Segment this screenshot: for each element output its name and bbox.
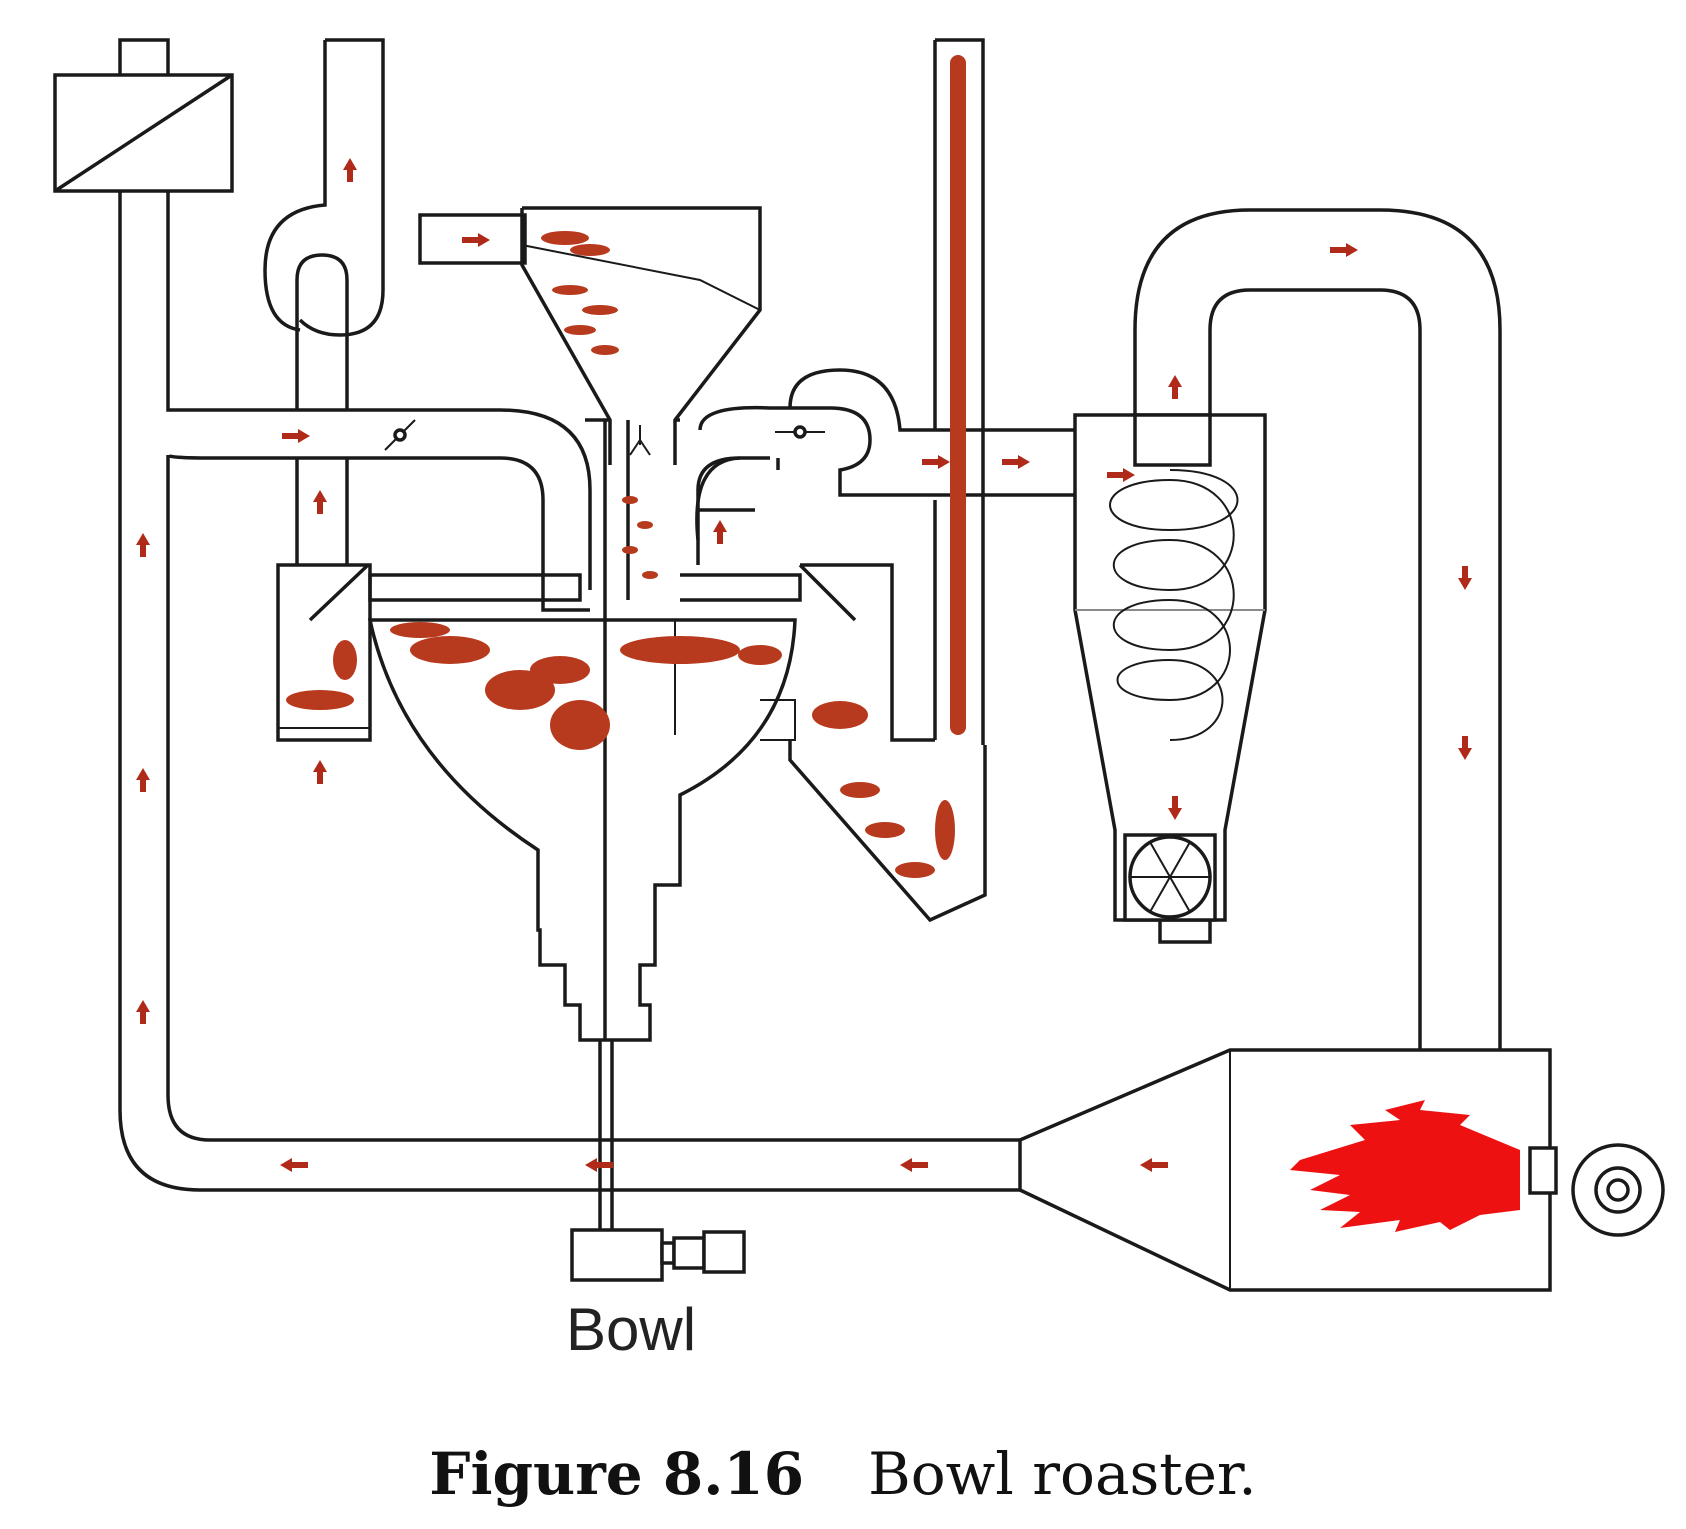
arrow-right-icon <box>462 233 490 247</box>
arrow-left-icon <box>1140 1158 1168 1172</box>
arrow-up-icon <box>343 158 357 182</box>
flame-icon <box>1290 1100 1520 1232</box>
arrow-up-icon <box>313 760 327 784</box>
arrow-left-icon <box>280 1158 308 1172</box>
arrow-up-icon <box>313 490 327 514</box>
arrow-down-icon <box>1168 796 1182 820</box>
arrow-up-icon <box>713 520 727 544</box>
flow-arrows <box>136 158 1472 1172</box>
arrow-right-icon <box>1107 468 1135 482</box>
furnace <box>1018 1048 1665 1292</box>
central-shaft <box>585 418 680 1230</box>
cyclone <box>1073 413 1267 944</box>
arrow-down-icon <box>1458 566 1472 590</box>
arrow-left-icon <box>585 1158 613 1172</box>
figure-number: Figure 8.16 <box>429 1440 805 1508</box>
arrow-up-icon <box>136 533 150 557</box>
cyclone-inlet-duct <box>695 368 1075 565</box>
roasting-chamber <box>276 563 987 1042</box>
arrow-right-icon <box>282 429 310 443</box>
arrow-right-icon <box>922 455 950 469</box>
left-fan <box>263 38 385 565</box>
arrow-left-icon <box>900 1158 928 1172</box>
bowl-label: Bowl <box>566 1296 697 1363</box>
exhaust-stack <box>53 38 234 193</box>
exhaust-loop <box>1133 208 1502 1050</box>
coffee-beans <box>286 55 966 878</box>
elevator <box>933 38 985 745</box>
arrow-right-icon <box>1330 243 1358 257</box>
arrow-down-icon <box>1458 736 1472 760</box>
arrow-up-icon <box>136 768 150 792</box>
hopper <box>418 206 762 465</box>
return-duct <box>118 191 1020 1192</box>
arrow-up-icon <box>136 1000 150 1024</box>
arrow-right-icon <box>1002 455 1030 469</box>
motor <box>570 1228 746 1282</box>
figure-caption: Figure 8.16 Bowl roaster. <box>0 1440 1686 1508</box>
figure-title: Bowl roaster. <box>868 1440 1257 1508</box>
arrow-up-icon <box>1168 375 1182 399</box>
